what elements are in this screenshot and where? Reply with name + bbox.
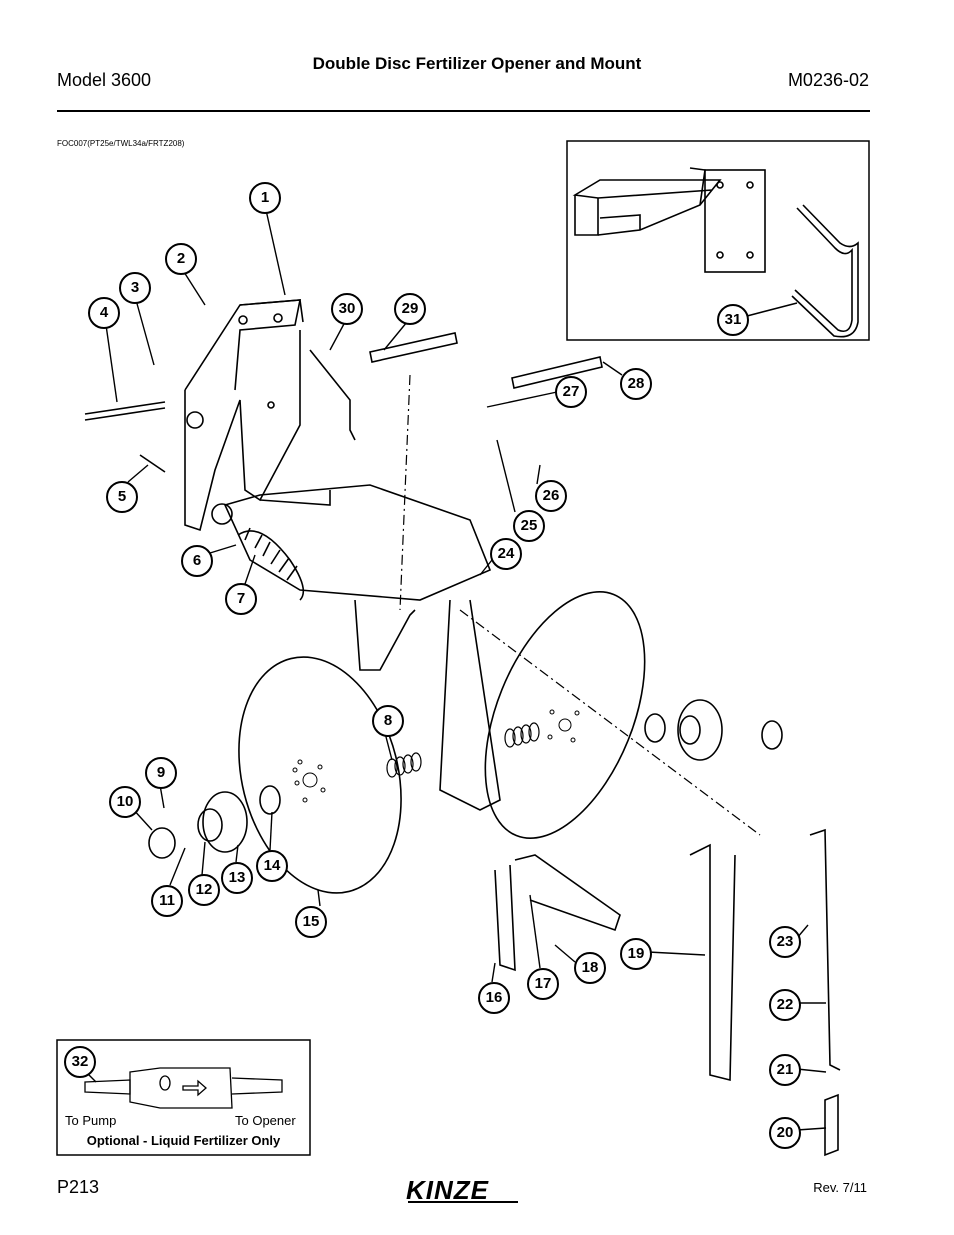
- callout-3: 3: [119, 272, 151, 304]
- frame-bracket-drawing: [184, 299, 304, 532]
- page-number: P213: [57, 1177, 100, 1197]
- callout-23: 23: [769, 926, 801, 958]
- revision-label: Rev. 7/11: [813, 1180, 867, 1195]
- callout-1: 1: [249, 182, 281, 214]
- callout-18: 18: [574, 952, 606, 984]
- dust-cap-drawing: [148, 827, 176, 859]
- callout-12: 12: [188, 874, 220, 906]
- callout-27: 27: [555, 376, 587, 408]
- callout-16: 16: [478, 982, 510, 1014]
- callout-32: 32: [64, 1046, 96, 1078]
- u-bolt-drawing: [791, 204, 859, 338]
- right-disc-drawing: [484, 591, 646, 839]
- callout-5: 5: [106, 481, 138, 513]
- arm-spring-drawing: [211, 484, 492, 601]
- callout-26: 26: [535, 480, 567, 512]
- header-rule: [57, 110, 870, 112]
- figure-reference: FOC007(PT25e/TWL34a/FRTZ208): [57, 139, 185, 148]
- callout-9: 9: [145, 757, 177, 789]
- to-opener-label: To Opener: [235, 1113, 296, 1128]
- mount-bracket-drawing: [572, 167, 766, 273]
- callout-21: 21: [769, 1054, 801, 1086]
- shank-drawing: [354, 599, 501, 811]
- callout-31: 31: [717, 304, 749, 336]
- callout-2: 2: [165, 243, 197, 275]
- check-valve-drawing: [84, 1067, 283, 1109]
- callout-30: 30: [331, 293, 363, 325]
- callout-24: 24: [490, 538, 522, 570]
- callout-20: 20: [769, 1117, 801, 1149]
- tube-drawing: [494, 828, 841, 1157]
- callout-13: 13: [221, 862, 253, 894]
- model-label: Model 3600: [57, 70, 152, 90]
- washer-stack-drawing: [386, 722, 540, 778]
- callout-8: 8: [372, 705, 404, 737]
- callout-11: 11: [151, 885, 183, 917]
- callout-15: 15: [295, 906, 327, 938]
- arrow-31: [746, 302, 798, 317]
- callout-22: 22: [769, 989, 801, 1021]
- optional-caption: Optional - Liquid Fertilizer Only: [86, 1133, 281, 1148]
- callout-7: 7: [225, 583, 257, 615]
- callout-29: 29: [394, 293, 426, 325]
- callout-28: 28: [620, 368, 652, 400]
- callout-17: 17: [527, 968, 559, 1000]
- mount-inset-box: [566, 140, 870, 341]
- kinze-logo: KINZE: [404, 1175, 522, 1205]
- valve-inset-box: [56, 1039, 311, 1156]
- to-pump-label: To Pump: [65, 1113, 117, 1128]
- page-title: Double Disc Fertilizer Opener and Mount: [312, 54, 642, 73]
- manual-code: M0236-02: [787, 70, 869, 90]
- disc-holes: [292, 709, 580, 803]
- bolts-drawing: [84, 332, 603, 473]
- callout-25: 25: [513, 510, 545, 542]
- callout-4: 4: [88, 297, 120, 329]
- axle-centerline: [459, 609, 761, 836]
- hub-drawing: [197, 699, 783, 853]
- callout-6: 6: [181, 545, 213, 577]
- callout-19: 19: [620, 938, 652, 970]
- left-disc-drawing: [238, 656, 402, 894]
- callout-10: 10: [109, 786, 141, 818]
- logo-text: KINZE: [406, 1175, 489, 1205]
- leader-lines: [105, 209, 827, 1131]
- callout-14: 14: [256, 850, 288, 882]
